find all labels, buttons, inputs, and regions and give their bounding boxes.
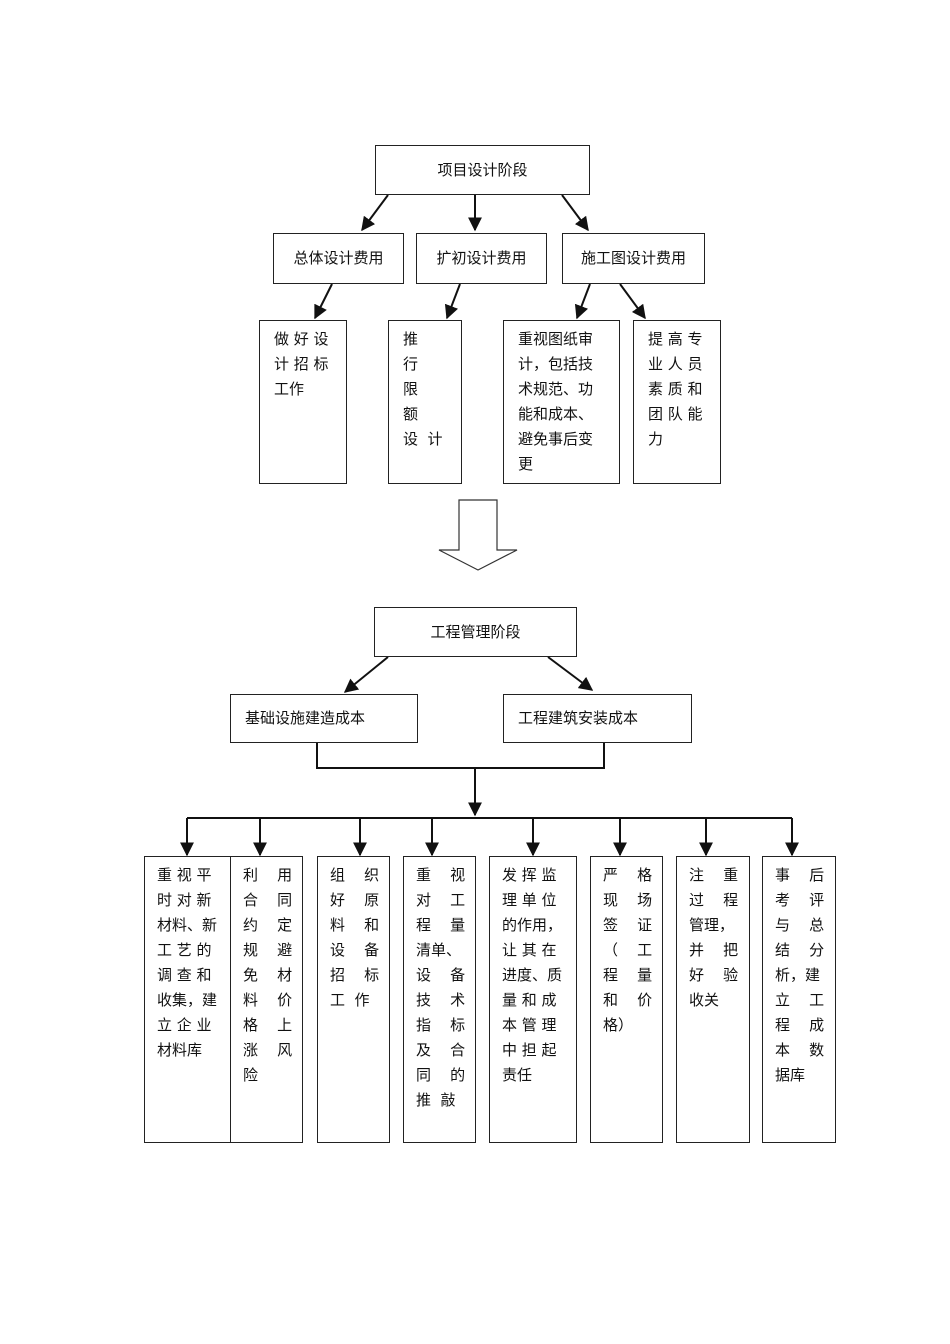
arrow-construction-to-review: [574, 283, 591, 320]
stage-title-management-label: 工程管理阶段: [430, 622, 521, 641]
node-contract-risk: 利 用 合 同 约 定 规 避 免 材 料 价 格 上 涨 风 险: [230, 856, 303, 1143]
arrow-construction-to-quality: [619, 283, 646, 320]
node-material-library: 重 视 平 时 对 新 材料、新 工 艺 的 调 查 和 收集，建 立 企 业 …: [144, 856, 231, 1143]
node-supervision: 发 挥 监 理 单 位 的作用， 让 其 在 进度、质 量 和 成 本 管 理 …: [489, 856, 577, 1143]
stage-title-design-label: 项目设计阶段: [437, 160, 528, 179]
stage-title-design: 项目设计阶段: [375, 145, 590, 195]
arrow-top-to-overall: [361, 194, 389, 232]
node-label: 基础设施建造成本: [245, 709, 366, 727]
stage-transition-arrow: [438, 499, 518, 571]
node-drawing-review: 重视图纸审 计，包括技 术规范、功 能和成本、 避免事后变 更: [503, 320, 620, 484]
arrow-mgmt-to-install: [547, 656, 594, 691]
node-construction-drawing-cost: 施工图设计费用: [562, 233, 705, 284]
node-label: 总体设计费用: [293, 249, 384, 267]
arrow-preliminary-to-quota: [444, 283, 461, 320]
arrow-top-to-construction: [561, 194, 589, 232]
merge-bracket: [316, 742, 605, 769]
node-label: 施工图设计费用: [580, 249, 686, 267]
node-preliminary-design-cost: 扩初设计费用: [416, 233, 547, 284]
node-site-visa: 严 格 现 场 签 证 （ 工 程 量 和 价 格）: [590, 856, 663, 1143]
node-infrastructure-cost: 基础设施建造成本: [230, 694, 418, 743]
arrow-overall-to-bidding: [314, 283, 333, 320]
node-bidding-work: 做 好 设 计 招 标 工作: [259, 320, 347, 484]
node-overall-design-cost: 总体设计费用: [273, 233, 404, 284]
node-quota-design: 推 行 限 额 设 计: [388, 320, 462, 484]
node-equipment-bidding: 组 织 好 原 料 和 设 备 招 标 工 作: [317, 856, 390, 1143]
stage-title-management: 工程管理阶段: [374, 607, 577, 657]
node-staff-quality: 提 高 专 业 人 员 素 质 和 团 队 能 力: [633, 320, 721, 484]
node-label: 工程建筑安装成本: [518, 709, 639, 727]
node-installation-cost: 工程建筑安装成本: [503, 694, 692, 743]
node-cost-database: 事 后 考 评 与 总 结 分 析，建 立 工 程 成 本 数 据库: [762, 856, 836, 1143]
node-process-management: 注 重 过 程 管理， 并 把 好 验 收关: [676, 856, 750, 1143]
arrow-mgmt-to-infra: [343, 656, 389, 693]
node-label: 扩初设计费用: [436, 249, 527, 267]
node-quantity-review: 重 视 对 工 程 量 清单、 设 备 技 术 指 标 及 合 同 的 推 敲: [403, 856, 476, 1143]
